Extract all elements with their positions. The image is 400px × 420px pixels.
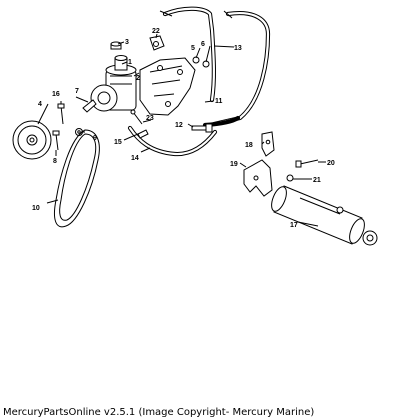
callout-6: 6 (201, 41, 205, 48)
callout-1: 1 (128, 59, 132, 66)
clamp-19 (243, 159, 273, 197)
callout-7: 7 (75, 88, 79, 95)
callout-8: 8 (53, 158, 57, 165)
callout-23: 23 (146, 115, 154, 122)
callout-5: 5 (191, 45, 195, 52)
callout-21: 21 (313, 177, 321, 184)
steering-cylinder-17 (271, 185, 378, 246)
callout-14: 14 (131, 155, 139, 162)
bolt-8 (52, 130, 60, 151)
bracket-18 (261, 131, 275, 157)
hose-13 (159, 6, 271, 127)
callout-17: 17 (290, 222, 298, 229)
callout-2: 2 (136, 75, 140, 82)
callout-15: 15 (114, 139, 122, 146)
bolt-12 (191, 123, 213, 133)
hose-14 (127, 125, 218, 157)
pulley-4 (12, 120, 52, 160)
callout-labels: 1 2 3 4 5 6 7 8 9 10 11 12 13 14 15 16 1… (32, 28, 335, 229)
callout-20: 20 (327, 160, 335, 167)
cap-3 (110, 41, 122, 50)
leader-lines (37, 33, 326, 227)
callout-3: 3 (125, 39, 129, 46)
callout-4: 4 (38, 101, 42, 108)
callout-22: 22 (152, 28, 160, 35)
callout-19: 19 (230, 161, 238, 168)
callout-10: 10 (32, 205, 40, 212)
bolt-23 (130, 109, 143, 125)
pump-bracket (139, 57, 196, 116)
callout-18: 18 (245, 142, 253, 149)
callout-16: 16 (52, 91, 60, 98)
power-steering-exploded-diagram: 1 2 3 4 5 6 7 8 9 10 11 12 13 14 15 16 1… (12, 6, 378, 246)
bolt-16 (57, 103, 65, 125)
fitting-21 (286, 174, 294, 182)
callout-12: 12 (175, 122, 183, 129)
callout-9: 9 (93, 135, 97, 142)
power-steering-pump (90, 55, 137, 112)
bracket-7 (82, 99, 97, 113)
callout-11: 11 (215, 98, 223, 105)
drive-belt-10 (53, 129, 100, 228)
clamp-22 (149, 35, 165, 51)
copyright-caption: MercuryPartsOnline v2.5.1 (Image Copyrig… (3, 407, 315, 418)
bolt-20 (295, 159, 319, 168)
callout-13: 13 (234, 45, 242, 52)
bolt-15 (137, 129, 149, 139)
